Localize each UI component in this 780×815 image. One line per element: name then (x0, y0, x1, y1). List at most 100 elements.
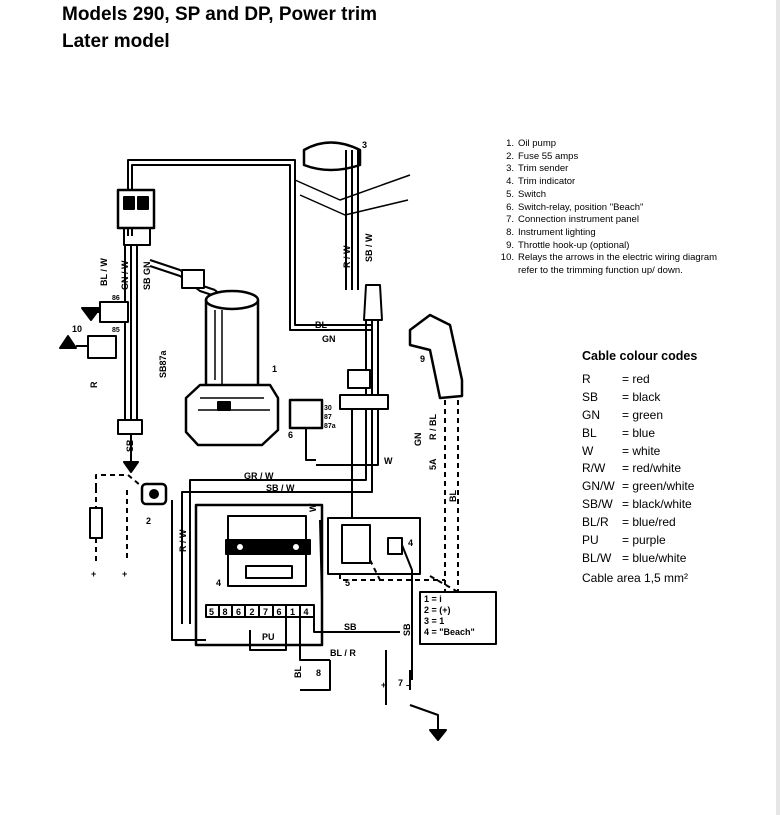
legend-text: Relays the arrows in the electric wiring… (518, 252, 718, 277)
legend-item: 4. Trim indicator (496, 176, 736, 189)
cable-code: BL/W (582, 550, 612, 565)
cable-code: BL (582, 425, 597, 440)
terminal-number: 4 (304, 607, 309, 617)
cable-codes-title: Cable colour codes (582, 349, 698, 363)
cable-code: PU (582, 533, 599, 548)
legend-number: 1. (506, 138, 514, 149)
label-bl-bottom: BL (293, 666, 303, 678)
legend-number: 10. (500, 252, 514, 264)
cable-code-meaning: = white (622, 443, 661, 458)
plus-left-2: + (122, 569, 127, 579)
cable-code: SB/W (582, 497, 613, 512)
cable-code-meaning: = blue (622, 425, 656, 440)
label-pu: PU (262, 632, 275, 642)
legend-item: 2. Fuse 55 amps (496, 151, 736, 164)
connector-sender (363, 284, 383, 321)
terminal-number: 2 (250, 607, 255, 617)
callout-7: 7 (398, 678, 403, 688)
label-rbl: R / BL (428, 413, 438, 440)
page-edge (776, 0, 780, 815)
cable-code-meaning: = blue/white (622, 550, 687, 565)
legend-number: 8. (506, 226, 514, 238)
oil-pump-body (184, 383, 280, 447)
cable-code-meaning: = black/white (622, 497, 692, 512)
page-subtitle: Later model (62, 31, 170, 52)
cable-code-meaning: = red/white (622, 461, 682, 476)
label-sb-w2: SB (402, 623, 412, 636)
plus-bottom: + (381, 680, 386, 690)
callout-8: 8 (316, 668, 321, 678)
throttle-hookup (408, 313, 464, 400)
terminal-number: 8 (223, 607, 228, 617)
terminal-number: 6 (236, 607, 241, 617)
callout-9: 9 (420, 354, 425, 364)
cable-code-meaning: = black (622, 389, 661, 404)
label-blw: BL / W (99, 258, 109, 286)
legend-number: 2. (506, 150, 514, 162)
cable-area: Cable area 1,5 mm² (582, 571, 689, 585)
legend-number: 4. (506, 176, 514, 188)
wire-harness-top-2 (127, 159, 372, 326)
label-sbw-h: SB / W (266, 483, 295, 493)
legend-number: 6. (506, 201, 514, 213)
callout-3: 3 (362, 140, 367, 150)
legend-item: 8. Instrument lighting (496, 227, 736, 240)
legend-text: Switch-relay, position "Beach" (518, 201, 644, 213)
switch-relay (288, 398, 324, 430)
label-gnw: GN / W (120, 260, 130, 290)
label-sbw: SB / W (364, 233, 374, 262)
label-sb-left: SB (125, 439, 135, 452)
component-legend: 1. Oil pump 2. Fuse 55 amps 3. Trim sender 4. T… (496, 138, 736, 278)
label-r-left: R (89, 381, 99, 388)
label-sb87a: SB87a (158, 349, 168, 378)
label-gn-right: GN (413, 433, 423, 447)
callout-4b: 4 (408, 538, 413, 548)
label-blr: BL / R (330, 648, 356, 658)
wire-fuse (95, 474, 141, 488)
cable-code: SB (582, 389, 599, 404)
legend-item: 10. Relays the arrows in the electric wir… (496, 252, 736, 277)
legend-number: 5. (506, 188, 514, 200)
legend-item: 7.Connection instrument panel (496, 214, 736, 227)
legend-text: Trim sender (518, 163, 569, 175)
legend-item: 5. Switch (496, 189, 736, 202)
legend-text: Throttle hook-up (optional) (518, 239, 630, 251)
label-sb-bottom: SB (344, 622, 357, 632)
legend-text: Connection instrument panel (518, 214, 639, 226)
legend-text: Fuse 55 amps (518, 150, 579, 162)
legend-item: 6. Switch-relay, position "Beach" (496, 202, 736, 215)
pin-30: 30 (324, 405, 332, 412)
callout-4: 4 (216, 578, 221, 588)
wire-harness-top (131, 164, 372, 331)
legend-text: Switch (518, 188, 546, 200)
label-w2: W (308, 503, 318, 512)
callout-5: 5 (345, 578, 350, 588)
cable-code: GN (582, 407, 600, 422)
callout-10: 10 (72, 324, 82, 334)
legend-number: 3. (506, 163, 514, 175)
label-grw: GR / W (244, 471, 274, 481)
label-rw: R / W (342, 245, 352, 268)
callout-2: 2 (146, 516, 151, 526)
callout-6: 6 (288, 430, 293, 440)
pin-87a: 87a (324, 423, 336, 430)
page-title: Models 290, SP and DP, Power trim (62, 4, 378, 25)
legend-number: 9. (506, 239, 514, 251)
legend-text: Instrument lighting (518, 226, 596, 238)
label-bl: BL (315, 320, 327, 330)
terminal-number: 5 (209, 607, 214, 617)
terminal-number: 6 (277, 607, 282, 617)
legend-item: 1. Oil pump (496, 138, 736, 151)
legend-text: Oil pump (518, 138, 557, 149)
switch-key-4: 4 = "Beach" (424, 627, 475, 637)
legend-text: Trim indicator (518, 176, 576, 188)
relay-down (87, 335, 117, 359)
switch-key-3: 3 = 1 (424, 616, 444, 626)
cable-code-meaning: = green/white (622, 479, 695, 494)
cable-code-meaning: = red (622, 372, 650, 386)
label-w: W (384, 456, 393, 466)
label-bl-right: BL (448, 490, 458, 502)
label-gn: GN (322, 334, 336, 344)
pin-86: 86 (112, 295, 120, 302)
